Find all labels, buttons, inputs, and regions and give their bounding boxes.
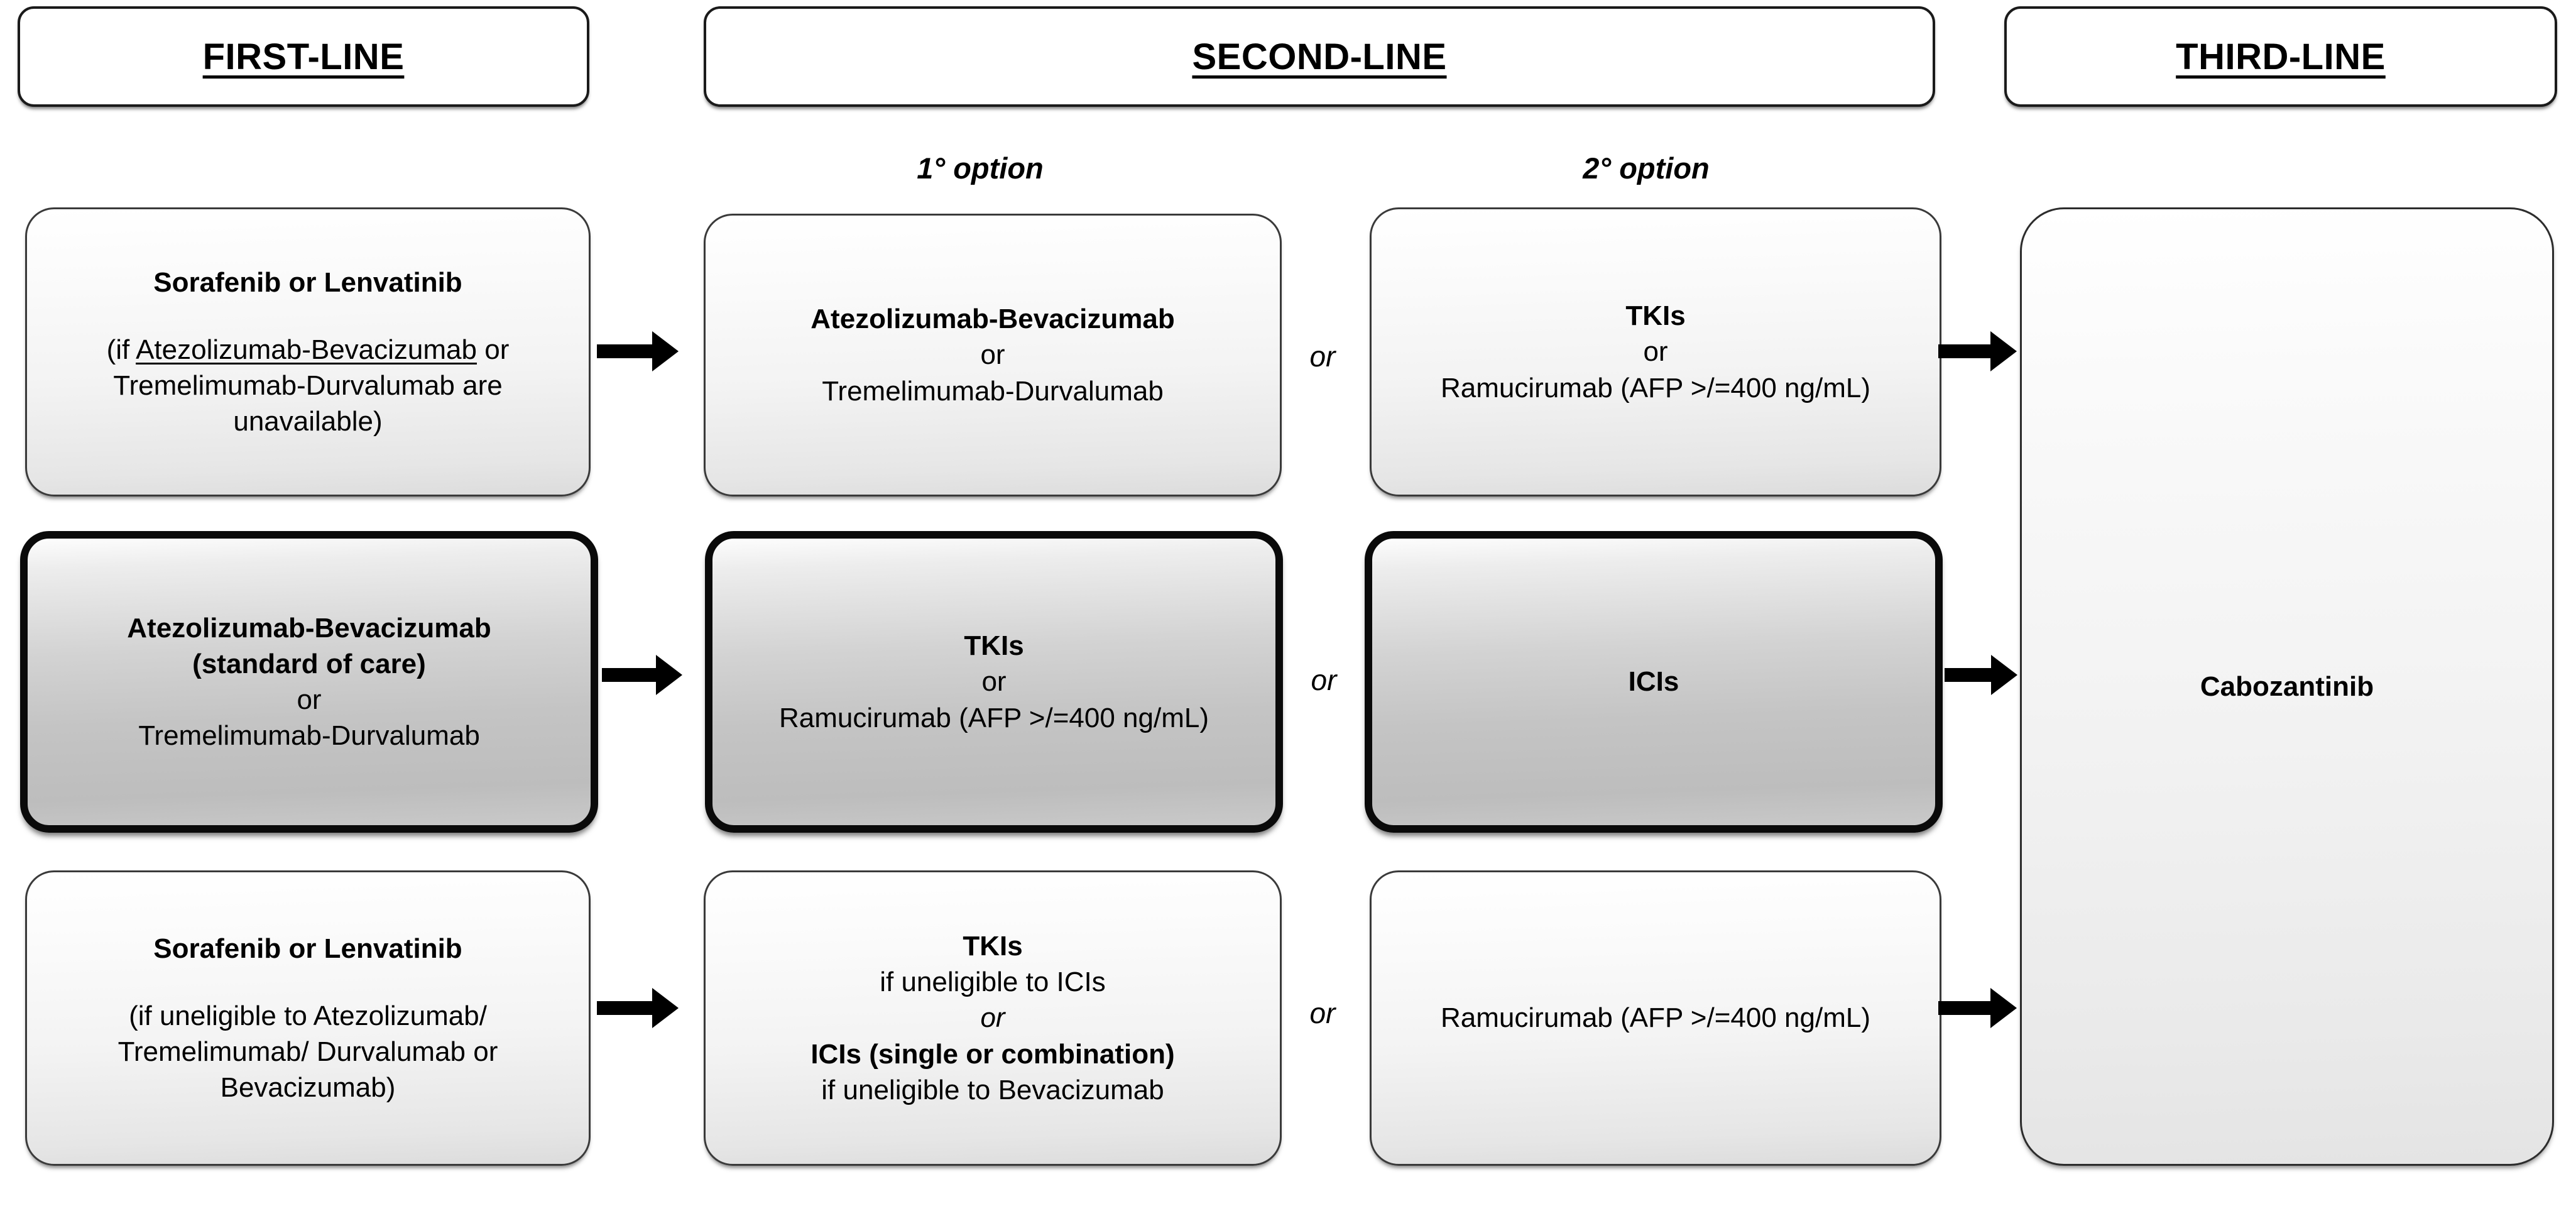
header-box-first-line: FIRST-LINE — [18, 6, 589, 107]
node-line-3: Tremelimumab-Durvalumab — [822, 375, 1164, 407]
node-line-2: if uneligible to ICIs — [880, 967, 1106, 998]
node-second-line-second-option-row1[interactable]: TKIs or Ramucirumab (AFP >/=400 ng/mL) — [1370, 207, 1941, 496]
or-connector-row2: or — [1311, 664, 1337, 696]
header-box-second-line: SECOND-LINE — [704, 6, 1935, 107]
node-line-2: or — [980, 339, 1005, 371]
header-label-first-line: FIRST-LINE — [202, 36, 405, 77]
node-second-line-first-option-row3[interactable]: TKIs if uneligible to ICIs or ICIs (sing… — [704, 870, 1282, 1166]
node-line-1: Atezolizumab-Bevacizumab — [127, 612, 491, 644]
node-line-2: or — [981, 666, 1007, 698]
node-title: Sorafenib or Lenvatinib — [153, 266, 462, 298]
second-option-label: 2° option — [1583, 151, 1710, 185]
arrow-row2-col3-to-third-line — [1945, 668, 1992, 682]
or-connector-row3: or — [1309, 997, 1336, 1029]
node-line-2: or — [1643, 336, 1668, 368]
node-first-line-row1[interactable]: Sorafenib or Lenvatinib (if Atezolizumab… — [25, 207, 591, 496]
header-label-second-line: SECOND-LINE — [1192, 36, 1447, 77]
node-line-1: TKIs — [1625, 300, 1686, 332]
first-option-label: 1° option — [917, 151, 1044, 185]
node-line-1: TKIs — [963, 931, 1023, 962]
node-line-2: (standard of care) — [192, 648, 426, 679]
arrow-row1-col1-to-col2 — [597, 344, 653, 358]
node-note-line1: (if Atezolizumab-Bevacizumab or — [107, 332, 510, 368]
node-line-1: ICIs — [1628, 666, 1679, 698]
node-second-line-first-option-row1[interactable]: Atezolizumab-Bevacizumab or Tremelimumab… — [704, 214, 1282, 496]
arrow-row3-col1-to-col2 — [597, 1001, 653, 1015]
node-line-3: or — [297, 684, 322, 715]
node-line-1: Atezolizumab-Bevacizumab — [810, 304, 1175, 335]
node-line-1: Cabozantinib — [2200, 671, 2374, 702]
node-line-3: Ramucirumab (AFP >/=400 ng/mL) — [779, 702, 1209, 733]
node-line-3: Ramucirumab (AFP >/=400 ng/mL) — [1441, 372, 1870, 403]
or-connector-row1: or — [1309, 340, 1336, 373]
node-second-line-second-option-row2[interactable]: ICIs — [1365, 531, 1943, 833]
node-line-4: Tremelimumab-Durvalumab — [138, 720, 480, 752]
node-line-1: TKIs — [964, 630, 1024, 662]
node-note-line2: Tremelimumab/ Durvalumab or — [117, 1036, 498, 1067]
node-second-line-second-option-row3[interactable]: Ramucirumab (AFP >/=400 ng/mL) — [1370, 870, 1941, 1166]
note-prefix: (if — [106, 334, 136, 365]
node-line-5: if uneligible to Bevacizumab — [821, 1074, 1164, 1105]
arrow-row3-col3-to-third-line — [1938, 1001, 1992, 1015]
node-title: Sorafenib or Lenvatinib — [153, 933, 462, 964]
node-note-line3: Bevacizumab) — [220, 1072, 396, 1104]
node-line-3: or — [980, 1002, 1005, 1034]
node-third-line-cabozantinib[interactable]: Cabozantinib — [2020, 207, 2554, 1166]
node-first-line-row2[interactable]: Atezolizumab-Bevacizumab (standard of ca… — [20, 531, 598, 833]
note-suffix: or — [477, 334, 510, 365]
header-box-third-line: THIRD-LINE — [2004, 6, 2557, 107]
node-second-line-first-option-row2[interactable]: TKIs or Ramucirumab (AFP >/=400 ng/mL) — [705, 531, 1283, 833]
header-label-third-line: THIRD-LINE — [2176, 36, 2386, 77]
node-line-1: Ramucirumab (AFP >/=400 ng/mL) — [1441, 1002, 1870, 1034]
node-first-line-row3[interactable]: Sorafenib or Lenvatinib (if uneligible t… — [25, 870, 591, 1166]
note-underlined-term: Atezolizumab-Bevacizumab — [136, 334, 477, 365]
node-note-line1: (if uneligible to Atezolizumab/ — [129, 1000, 487, 1031]
node-line-4: ICIs (single or combination) — [810, 1038, 1175, 1070]
arrow-row2-col1-to-col2 — [602, 668, 657, 682]
node-note-line2: Tremelimumab-Durvalumab are — [113, 370, 503, 401]
arrow-row1-col3-to-third-line — [1938, 344, 1992, 358]
node-note-line3: unavailable) — [233, 406, 383, 437]
